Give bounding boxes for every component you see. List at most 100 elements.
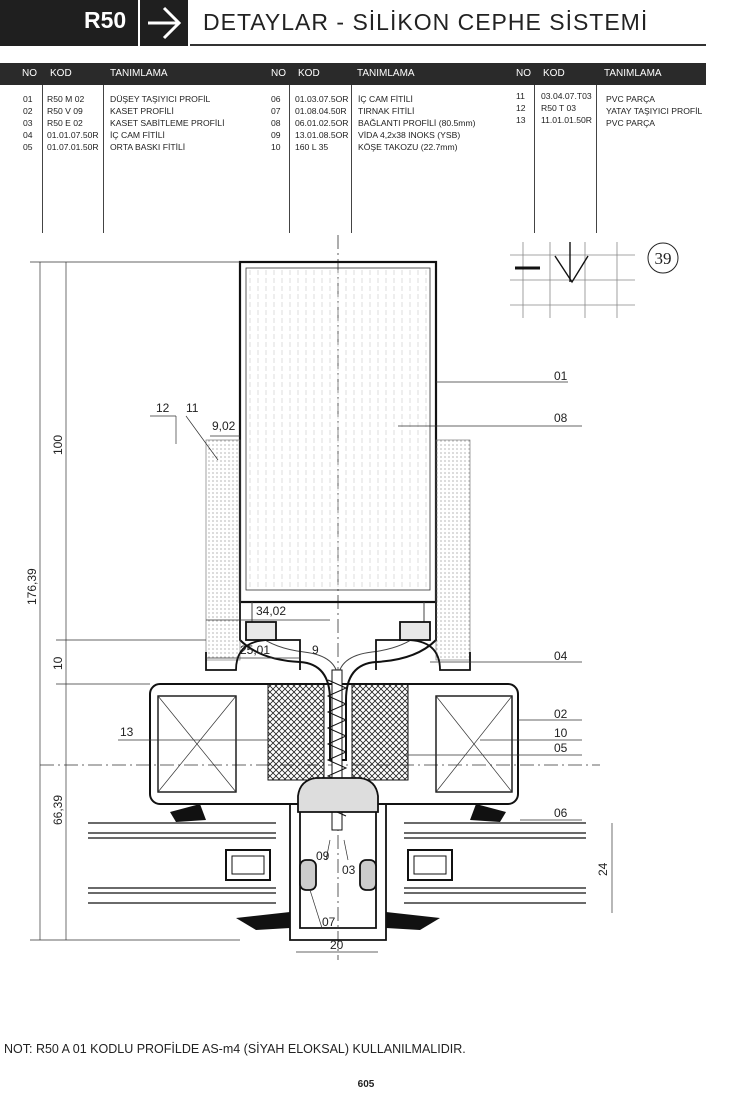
th-kod-1: KOD xyxy=(50,68,72,79)
table-cell: R50 E 02 xyxy=(47,118,83,128)
callout-leaders xyxy=(118,381,582,929)
page-number: 605 xyxy=(357,1079,375,1090)
table-cell: KASET PROFİLİ xyxy=(110,106,174,116)
table-cell: 01.03.07.5OR xyxy=(295,94,349,104)
gaskets xyxy=(170,804,506,930)
table-cell: 08 xyxy=(271,118,281,128)
dimension-lines-left xyxy=(30,261,240,941)
th-tanimlama-2: TANIMLAMA xyxy=(357,68,415,79)
group2-no-column: 06 07 08 09 10 xyxy=(271,93,281,153)
table-cell: PVC PARÇA xyxy=(606,118,656,128)
th-tanimlama-3: TANIMLAMA xyxy=(604,68,662,79)
dim-20: 20 xyxy=(330,938,344,952)
transom-body xyxy=(149,683,519,805)
table-cell: 04 xyxy=(23,130,33,140)
th-kod-2: KOD xyxy=(298,68,320,79)
dim-9: 9 xyxy=(312,643,319,657)
table-cell: YATAY TAŞIYICI PROFİL xyxy=(606,106,703,116)
th-no-2: NO xyxy=(271,68,286,79)
table-cell: İÇ CAM FİTİLİ xyxy=(358,94,413,104)
table-cell: 11 xyxy=(516,91,525,101)
callout-06: 06 xyxy=(554,806,568,820)
dim-34-02: 34,02 xyxy=(256,604,286,618)
detail-number: 39 xyxy=(655,249,672,268)
silicone-left xyxy=(205,439,241,661)
table-cell: İÇ CAM FİTİLİ xyxy=(110,130,165,140)
page-title: DETAYLAR - SİLİKON CEPHE SİSTEMİ xyxy=(203,9,649,35)
table-cell: 03.04.07.T03 xyxy=(541,91,592,101)
group1-kod-column: R50 M 02 R50 V 09 R50 E 02 01.01.07.50R … xyxy=(47,93,99,153)
table-cell: KASET SABİTLEME PROFİLİ xyxy=(110,118,225,128)
glass-panes xyxy=(88,822,586,904)
table-cell: BAĞLANTI PROFİLİ (80.5mm) xyxy=(358,118,476,128)
table-cell: 13.01.08.5OR xyxy=(295,130,349,140)
table-cell: 10 xyxy=(271,142,281,152)
cassette-profile-left xyxy=(205,621,301,671)
dim-100: 100 xyxy=(51,435,65,455)
grid-symbol xyxy=(510,242,635,318)
dim-10: 10 xyxy=(51,656,65,670)
table-cell: 01 xyxy=(23,94,33,104)
col-divider xyxy=(103,85,104,233)
table-cell: TIRNAK FİTİLİ xyxy=(358,106,415,116)
table-cell: DÜŞEY TAŞIYICI PROFİL xyxy=(110,94,211,104)
col-divider xyxy=(351,85,352,233)
table-cell: 01.08.04.50R xyxy=(295,106,347,116)
group1-tanimlama-column: DÜŞEY TAŞIYICI PROFİL KASET PROFİLİ KASE… xyxy=(110,93,224,153)
callout-11: 11 xyxy=(186,401,199,415)
col-divider xyxy=(596,85,597,233)
series-badge: R50 xyxy=(0,0,138,46)
th-kod-3: KOD xyxy=(543,68,565,79)
dim-25-01: 25,01 xyxy=(240,643,270,657)
table-cell: 03 xyxy=(23,118,33,128)
th-no-3: NO xyxy=(516,68,531,79)
section-drawing: 39 xyxy=(0,200,732,960)
table-cell: 160 L 35 xyxy=(295,142,329,152)
callout-01: 01 xyxy=(554,369,568,383)
dim-24: 24 xyxy=(596,862,610,876)
table-cell: 01.01.07.50R xyxy=(47,130,99,140)
table-cell: 09 xyxy=(271,130,281,140)
callout-12: 12 xyxy=(156,401,170,415)
table-cell: R50 T 03 xyxy=(541,103,577,113)
callout-07: 07 xyxy=(322,915,336,929)
table-cell: R50 M 02 xyxy=(47,94,85,104)
table-cell: 11.01.01.50R xyxy=(541,115,592,125)
callout-02: 02 xyxy=(554,707,568,721)
callout-10: 10 xyxy=(554,726,568,740)
table-cell: VİDA 4,2x38 INOKS (YSB) xyxy=(358,130,461,140)
parts-table-header: NO KOD TANIMLAMA NO KOD TANIMLAMA NO KOD… xyxy=(0,63,706,85)
arrow-icon-box xyxy=(140,0,188,46)
table-cell: ORTA BASKI FİTİLİ xyxy=(110,142,186,152)
th-tanimlama-1: TANIMLAMA xyxy=(110,68,168,79)
table-cell: 02 xyxy=(23,106,33,116)
table-cell: 01.07.01.50R xyxy=(47,142,99,152)
col-divider xyxy=(289,85,290,233)
callout-13: 13 xyxy=(120,725,134,739)
table-cell: KÖŞE TAKOZU (22.7mm) xyxy=(358,142,458,152)
page-header: R50 DETAYLAR - SİLİKON CEPHE SİSTEMİ xyxy=(0,0,732,52)
table-cell: 05 xyxy=(23,142,33,152)
callout-04: 04 xyxy=(554,649,568,663)
header-rule xyxy=(190,44,706,46)
table-cell: R50 V 09 xyxy=(47,106,83,116)
dim-9-02: 9,02 xyxy=(212,419,236,433)
silicone-right xyxy=(435,439,471,661)
table-cell: 12 xyxy=(516,103,526,113)
arrow-right-icon xyxy=(148,6,182,40)
col-divider xyxy=(42,85,43,233)
group2-tanimlama-column: İÇ CAM FİTİLİ TIRNAK FİTİLİ BAĞLANTI PRO… xyxy=(358,93,475,153)
facade-section-svg: 39 xyxy=(25,235,679,960)
callout-03: 03 xyxy=(342,863,356,877)
group3-tanimlama-column: PVC PARÇA YATAY TAŞIYICI PROFİL PVC PARÇ… xyxy=(606,93,702,129)
callout-08: 08 xyxy=(554,411,568,425)
callout-09: 09 xyxy=(316,849,330,863)
detail-number-circle xyxy=(647,242,679,274)
group1-no-column: 01 02 03 04 05 xyxy=(23,93,33,153)
dim-176-39: 176,39 xyxy=(25,568,39,605)
table-cell: 06 xyxy=(271,94,281,104)
table-cell: 13 xyxy=(516,115,526,125)
connection-profile xyxy=(289,777,387,941)
dim-66-39: 66,39 xyxy=(51,795,65,825)
group3-kod-column: 03.04.07.T03 R50 T 03 11.01.01.50R xyxy=(541,90,592,126)
